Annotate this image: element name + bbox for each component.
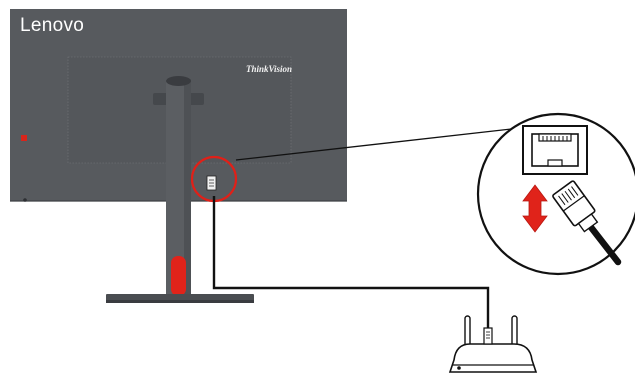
power-indicator-icon	[21, 135, 27, 141]
bezel-mark	[23, 198, 27, 202]
stand	[106, 76, 254, 303]
monitor-model-logo: ThinkVision	[246, 64, 293, 74]
router-body	[448, 343, 538, 373]
router-connector-icon	[483, 327, 493, 345]
plug-cable	[586, 222, 622, 266]
rj45-connector-icon	[552, 180, 622, 266]
ethernet-port-icon	[522, 125, 588, 175]
router-icon	[448, 315, 538, 373]
stand-base-edge	[106, 300, 254, 303]
stand-neck-shadow	[184, 79, 191, 296]
callout-leader-line	[235, 127, 521, 161]
router-led-icon	[457, 366, 461, 370]
ethernet-cable	[212, 196, 490, 332]
cable-clip-icon	[171, 256, 186, 296]
stand-neck-top	[166, 76, 191, 86]
callout	[235, 112, 635, 276]
monitor-brand-logo: Lenovo	[20, 15, 85, 36]
plug-arrow-icon	[522, 184, 548, 233]
